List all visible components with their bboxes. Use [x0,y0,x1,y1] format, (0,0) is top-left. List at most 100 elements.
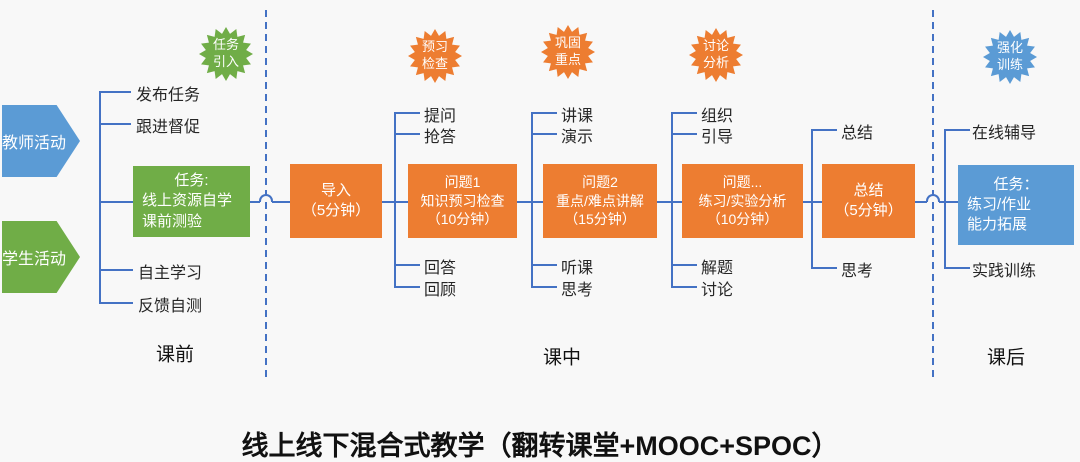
node-summary-line2: （5分钟） [834,202,903,219]
branch-tick [99,269,133,271]
connector-hop [926,194,940,202]
diagram-title: 线上线下混合式教学（翻转课堂+MOOC+SPOC） [241,431,839,461]
node-summary: 总结 （5分钟） [822,164,915,238]
badge-reinforce-train-line1: 强化 [996,40,1023,56]
badge-reinforce-train-line2: 训练 [996,57,1023,72]
branch-label: 抢答 [424,129,457,146]
branch-label: 演示 [561,129,594,146]
branch-tick [811,129,837,131]
node-q2-line3: （15分钟） [564,211,636,228]
branch-tick [99,123,131,125]
teacher-branch-label: 发布任务 [136,87,201,104]
branch-label: 引导 [701,129,734,146]
teacher-branch-label: 跟进督促 [136,119,201,136]
branch-tick [944,267,970,269]
branch-label: 解题 [701,260,734,277]
badge-discuss-analyze-line1: 讨论 [702,38,729,54]
badge-task-intro-line1: 任务 [212,37,239,53]
node-q1-line3: （10分钟） [426,211,499,228]
badge-consolidate-focus-line2: 重点 [554,52,581,67]
branch-tick [394,133,420,135]
teacher-lane-label: 教师活动 [2,135,67,152]
badge-consolidate-focus-line1: 巩固 [554,35,581,51]
branch-tick [394,264,420,266]
badge-reinforce-train: 强化 训练 [983,30,1037,84]
connector-segment [272,201,290,203]
branch-stem-summary [811,129,813,269]
node-intro: 导入 （5分钟） [290,164,382,238]
badge-preview-check-line1: 预习 [421,39,448,55]
branch-tick [99,302,133,304]
branch-label: 组织 [701,108,734,125]
node-qn-line1: 问题... [722,173,763,190]
branch-tick [99,91,131,93]
node-q1-line1: 问题1 [444,173,481,190]
branch-tick [811,267,837,269]
node-qn-line2: 练习/实验分析 [698,192,787,209]
branch-label: 实践训练 [972,263,1037,280]
badge-consolidate-focus: 巩固 重点 [541,25,595,79]
badge-preview-check: 预习 检查 [408,29,462,83]
badge-discuss-analyze-line2: 分析 [702,55,729,70]
student-lane-arrow: 学生活动 [2,221,80,293]
branch-tick [531,112,557,114]
node-q2-line1: 问题2 [582,173,618,190]
branch-tick [671,112,697,114]
badge-preview-check-line2: 检查 [421,56,448,71]
connector-segment [915,201,927,203]
node-intro-line2: （5分钟） [301,202,371,219]
connector-hop [259,194,273,202]
connector-segment [517,201,543,203]
node-summary-line1: 总结 [853,181,884,199]
branch-stem-q1 [394,112,396,288]
branch-stem-qn [671,112,673,288]
branch-tick [394,286,420,288]
branch-label: 思考 [561,282,594,299]
stage-label-post: 课后 [986,347,1026,369]
branch-label: 听课 [561,260,594,277]
node-q2: 问题2 重点/难点讲解 （15分钟） [543,164,657,238]
connector-segment [250,201,260,203]
branch-tick [531,264,557,266]
branch-label: 提问 [424,108,457,125]
student-branch-label: 自主学习 [138,265,203,282]
branch-label: 在线辅导 [972,125,1037,142]
branch-tick [99,201,133,203]
node-preclass-task-line2: 线上资源自学 [142,192,233,210]
node-postclass-task-line2: 练习/作业 [967,195,1032,213]
branch-tick [671,133,697,135]
branch-tick [394,112,420,114]
student-branch-label: 反馈自测 [138,298,203,315]
branch-label: 回答 [424,260,457,277]
branch-label: 回顾 [424,282,457,299]
node-postclass-task: 任务： 练习/作业 能力拓展 [958,165,1074,245]
branch-tick [944,129,970,131]
node-intro-line1: 导入 [320,181,351,199]
badge-discuss-analyze: 讨论 分析 [689,28,743,82]
node-postclass-task-line3: 能力拓展 [967,216,1028,234]
branch-tick [671,286,697,288]
branch-label: 讲课 [561,108,594,125]
teacher-lane-arrow: 教师活动 [2,105,80,177]
badge-task-intro: 任务 引入 [199,27,253,81]
connector-segment [939,201,958,203]
node-qn-line3: （10分钟） [706,211,779,228]
node-preclass-task: 任务: 线上资源自学 课前测验 [133,166,250,237]
student-lane-label: 学生活动 [2,251,67,268]
branch-label: 讨论 [701,282,734,299]
stage-label-pre: 课前 [155,344,195,366]
branch-tick [531,133,557,135]
branch-tick [671,264,697,266]
badge-task-intro-line2: 引入 [212,54,239,69]
node-q1-line2: 知识预习检查 [420,192,505,209]
node-q2-line2: 重点/难点讲解 [556,192,644,209]
left-branch-stem [99,91,101,304]
node-q1: 问题1 知识预习检查 （10分钟） [408,164,517,238]
connector-segment [657,201,682,203]
branch-label: 总结 [841,125,874,142]
node-preclass-task-line3: 课前测验 [142,212,203,230]
branch-stem-after [944,129,946,269]
branch-label: 思考 [841,263,874,280]
stage-label-mid: 课中 [542,347,582,369]
